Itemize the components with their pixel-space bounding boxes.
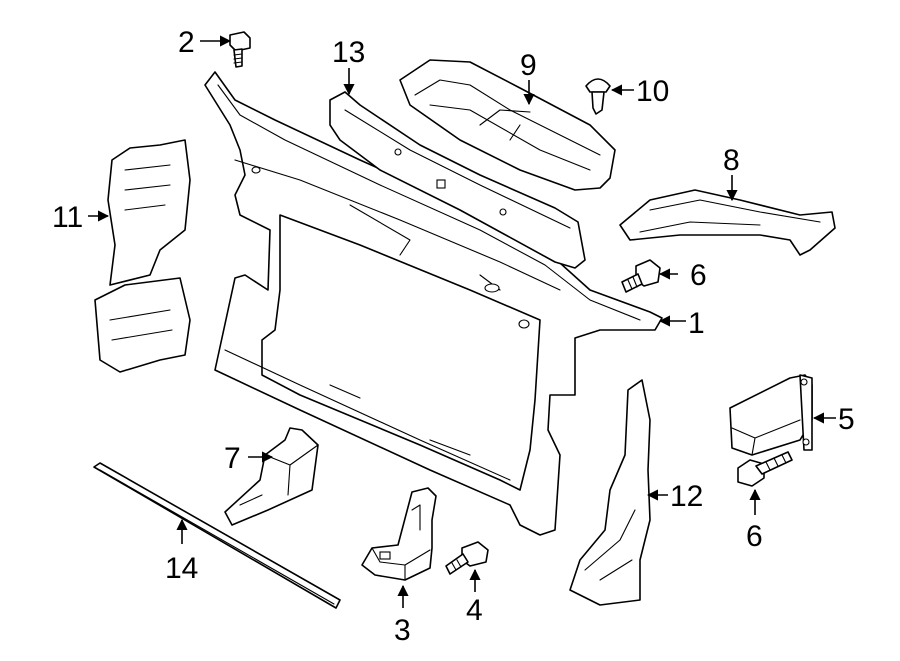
bolt-part-6-upper bbox=[621, 259, 661, 293]
callout-12: 12 bbox=[670, 480, 703, 513]
bolt-part-4 bbox=[445, 541, 489, 575]
callout-7: 7 bbox=[224, 442, 241, 475]
callout-6-upper: 6 bbox=[690, 259, 707, 292]
side-deflector-part-11 bbox=[94, 139, 191, 373]
air-duct-part-8 bbox=[619, 189, 836, 256]
seal-part-13 bbox=[329, 91, 586, 269]
bolt-part-6-lower bbox=[737, 451, 793, 487]
strip-part-14 bbox=[93, 462, 341, 609]
bolt-part-2 bbox=[229, 31, 251, 68]
callout-9: 9 bbox=[520, 49, 537, 82]
callout-6-lower: 6 bbox=[746, 520, 763, 553]
callout-5: 5 bbox=[838, 403, 855, 436]
callout-labels: 1 2 3 4 5 6 6 7 8 9 10 11 12 13 14 bbox=[52, 26, 855, 647]
bracket-part-3 bbox=[361, 487, 437, 581]
callout-14: 14 bbox=[165, 552, 198, 585]
upper-cover-part-9 bbox=[399, 59, 616, 191]
bracket-part-5 bbox=[729, 374, 813, 456]
callout-11: 11 bbox=[52, 201, 83, 234]
side-deflector-part-12 bbox=[569, 379, 651, 606]
callout-3: 3 bbox=[394, 614, 411, 647]
callout-4: 4 bbox=[466, 594, 483, 627]
callout-1: 1 bbox=[688, 307, 705, 340]
leader-lines bbox=[88, 35, 836, 608]
callout-2: 2 bbox=[178, 26, 195, 59]
callout-8: 8 bbox=[723, 144, 740, 177]
bracket-part-7 bbox=[224, 427, 319, 526]
callout-13: 13 bbox=[332, 36, 365, 69]
callout-10: 10 bbox=[636, 75, 669, 108]
clip-part-10 bbox=[585, 78, 611, 115]
